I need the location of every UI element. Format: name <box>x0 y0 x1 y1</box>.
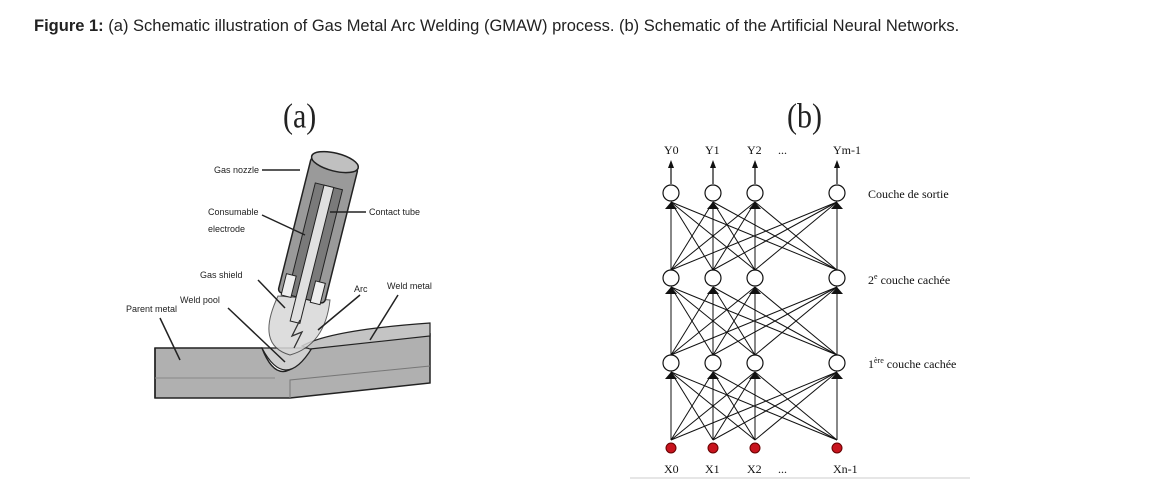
ann-connection <box>670 286 756 356</box>
hidden-node <box>746 269 764 287</box>
arrowhead-icon <box>749 372 761 379</box>
hidden-node <box>828 269 846 287</box>
ann-connection <box>754 371 838 441</box>
input-label-ellipsis: ... <box>778 462 787 476</box>
ann-connection <box>712 201 838 271</box>
ann-connection <box>712 371 838 441</box>
layer-label-output: Couche de sortie <box>868 187 949 201</box>
input-node <box>707 442 719 454</box>
ann-connection <box>670 371 714 441</box>
panel-a-label: (a) <box>283 97 317 136</box>
arrowhead-icon <box>665 287 677 294</box>
output-node <box>746 184 764 202</box>
panel-b-label: (b) <box>787 97 822 136</box>
arrowhead-icon <box>831 372 843 379</box>
label-arc: Arc <box>354 284 368 294</box>
ann-connection <box>670 286 838 356</box>
label-gas-nozzle: Gas nozzle <box>214 165 259 175</box>
label-electrode: electrode <box>208 224 245 234</box>
ann-connection <box>670 201 756 271</box>
caption-figure-number: Figure 1: <box>34 17 104 35</box>
input-label-xn1: Xn-1 <box>833 462 858 476</box>
label-consumable: Consumable <box>208 207 259 217</box>
output-node <box>704 184 722 202</box>
arc <box>290 319 304 349</box>
gas-shield <box>268 295 331 356</box>
ann-connection <box>754 201 838 271</box>
hidden-node <box>662 354 680 372</box>
output-label-y0: Y0 <box>664 143 679 157</box>
hidden-node <box>828 354 846 372</box>
output-node <box>828 184 846 202</box>
output-node <box>662 184 680 202</box>
ann-connection <box>712 371 756 441</box>
output-label-ellipsis: ... <box>778 143 787 157</box>
output-label-y1: Y1 <box>705 143 720 157</box>
consumable-electrode <box>289 184 335 324</box>
output-arrow-icon <box>668 160 674 168</box>
output-arrow-icon <box>752 160 758 168</box>
gas-nozzle <box>277 150 360 324</box>
hidden-node <box>704 269 722 287</box>
arrowhead-icon <box>831 202 843 209</box>
layer-label-hidden2: 2e couche cachée <box>868 272 950 287</box>
caption-text: (a) Schematic illustration of Gas Metal … <box>103 17 960 35</box>
label-parent-metal: Parent metal <box>126 304 177 314</box>
label-contact-tube: Contact tube <box>369 207 420 217</box>
arrowhead-icon <box>749 287 761 294</box>
output-label-ym1: Ym-1 <box>833 143 861 157</box>
arrowhead-icon <box>707 287 719 294</box>
input-label-x2: X2 <box>747 462 762 476</box>
arrowhead-icon <box>665 372 677 379</box>
figure-caption: Figure 1: (a) Schematic illustration of … <box>34 10 1134 43</box>
input-label-x1: X1 <box>705 462 720 476</box>
label-weld-metal: Weld metal <box>387 281 432 291</box>
ann-connection <box>670 201 714 271</box>
input-label-x0: X0 <box>664 462 679 476</box>
hidden-node <box>746 354 764 372</box>
output-label-y2: Y2 <box>747 143 762 157</box>
output-arrow-icon <box>834 160 840 168</box>
label-gas-shield: Gas shield <box>200 270 243 280</box>
arrowhead-icon <box>831 287 843 294</box>
layer-label-hidden1: 1ère couche cachée <box>868 356 956 371</box>
arrowhead-icon <box>707 372 719 379</box>
arrowhead-icon <box>749 202 761 209</box>
label-weld-pool: Weld pool <box>180 295 220 305</box>
ann-connection <box>670 371 838 441</box>
hidden-node <box>662 269 680 287</box>
input-node <box>749 442 761 454</box>
ann-connection <box>670 371 756 441</box>
hidden-node <box>704 354 722 372</box>
input-node <box>831 442 843 454</box>
ann-connection <box>670 201 838 271</box>
ann-connection <box>712 286 756 356</box>
arrowhead-icon <box>665 202 677 209</box>
ann-connection <box>754 286 838 356</box>
input-node <box>665 442 677 454</box>
ann-connection <box>712 286 838 356</box>
output-arrow-icon <box>710 160 716 168</box>
ann-connection <box>712 201 756 271</box>
arrowhead-icon <box>707 202 719 209</box>
ann-connection <box>670 286 714 356</box>
